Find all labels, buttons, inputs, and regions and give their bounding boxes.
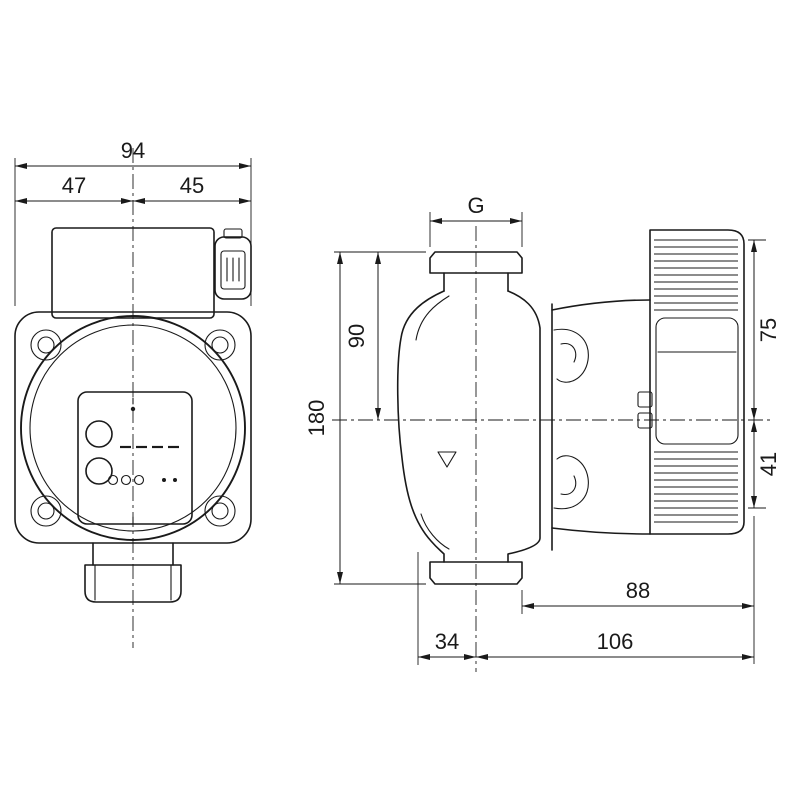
- pump-housing-inner: [29, 324, 237, 532]
- dim-flange-to-rear: 88: [522, 578, 754, 609]
- dim-front-total-width: 94: [15, 138, 251, 169]
- volute-right-profile: [507, 290, 541, 563]
- cable-gland-top: [637, 391, 653, 408]
- volute-left-profile: [396, 290, 445, 563]
- dim-front-width-right: 45: [133, 173, 251, 204]
- cooling-fins-bottom: [654, 451, 738, 523]
- cooling-fins-top: [654, 239, 738, 311]
- bolt-holes: [30, 329, 236, 527]
- motor-bottom-edge: [551, 527, 651, 535]
- volute-inner-contour-top: [415, 295, 450, 341]
- volute-inner-contour-bottom: [420, 513, 450, 550]
- pump-housing-outer: [20, 315, 246, 541]
- control-button-top: [85, 420, 113, 448]
- dim-label-94: 94: [121, 138, 145, 163]
- dim-axis-to-rear: 106: [476, 629, 754, 660]
- top-flange: [429, 251, 523, 274]
- clamp-detail-top: [553, 328, 589, 383]
- electronics-housing: [649, 229, 745, 535]
- clamp-detail-bottom: [553, 455, 589, 510]
- dim-port-to-port-height: 180: [304, 252, 343, 584]
- dim-connection-thread: G: [429, 193, 523, 247]
- dim-volute-face-to-axis: 34: [418, 629, 476, 660]
- side-view: [332, 226, 772, 672]
- dim-label-45: 45: [180, 173, 204, 198]
- dim-axis-to-housing-top: 75: [751, 240, 781, 420]
- cable-connector: [214, 228, 252, 300]
- control-button-bottom: [85, 457, 113, 485]
- bottom-flange: [429, 561, 523, 585]
- dim-label-180: 180: [304, 400, 329, 437]
- panel-index-dot: [130, 406, 136, 412]
- terminal-box: [51, 227, 215, 319]
- dim-axis-to-flange-top: 90: [344, 252, 381, 420]
- dim-label-47: 47: [62, 173, 86, 198]
- dim-label-106: 106: [597, 629, 634, 654]
- dim-label-75: 75: [756, 318, 781, 342]
- dim-axis-to-housing-bottom: 41: [751, 420, 781, 508]
- status-leds: [107, 474, 177, 486]
- cable-gland-bottom: [637, 412, 653, 429]
- outlet-port: [84, 542, 182, 603]
- dim-front-width-left: 47: [15, 173, 133, 204]
- dim-label-41: 41: [756, 452, 781, 476]
- dim-label-34: 34: [435, 629, 459, 654]
- terminal-cover: [655, 317, 739, 445]
- front-view: [14, 148, 252, 648]
- mounting-plate: [14, 311, 252, 544]
- dim-label-88: 88: [626, 578, 650, 603]
- flow-direction-marker: [437, 451, 457, 468]
- dim-label-g: G: [467, 193, 484, 218]
- control-panel: [77, 391, 193, 525]
- dim-label-90: 90: [344, 324, 369, 348]
- dimensions: 94 47 45 G 90 180: [14, 138, 781, 665]
- motor-top-edge: [551, 299, 651, 311]
